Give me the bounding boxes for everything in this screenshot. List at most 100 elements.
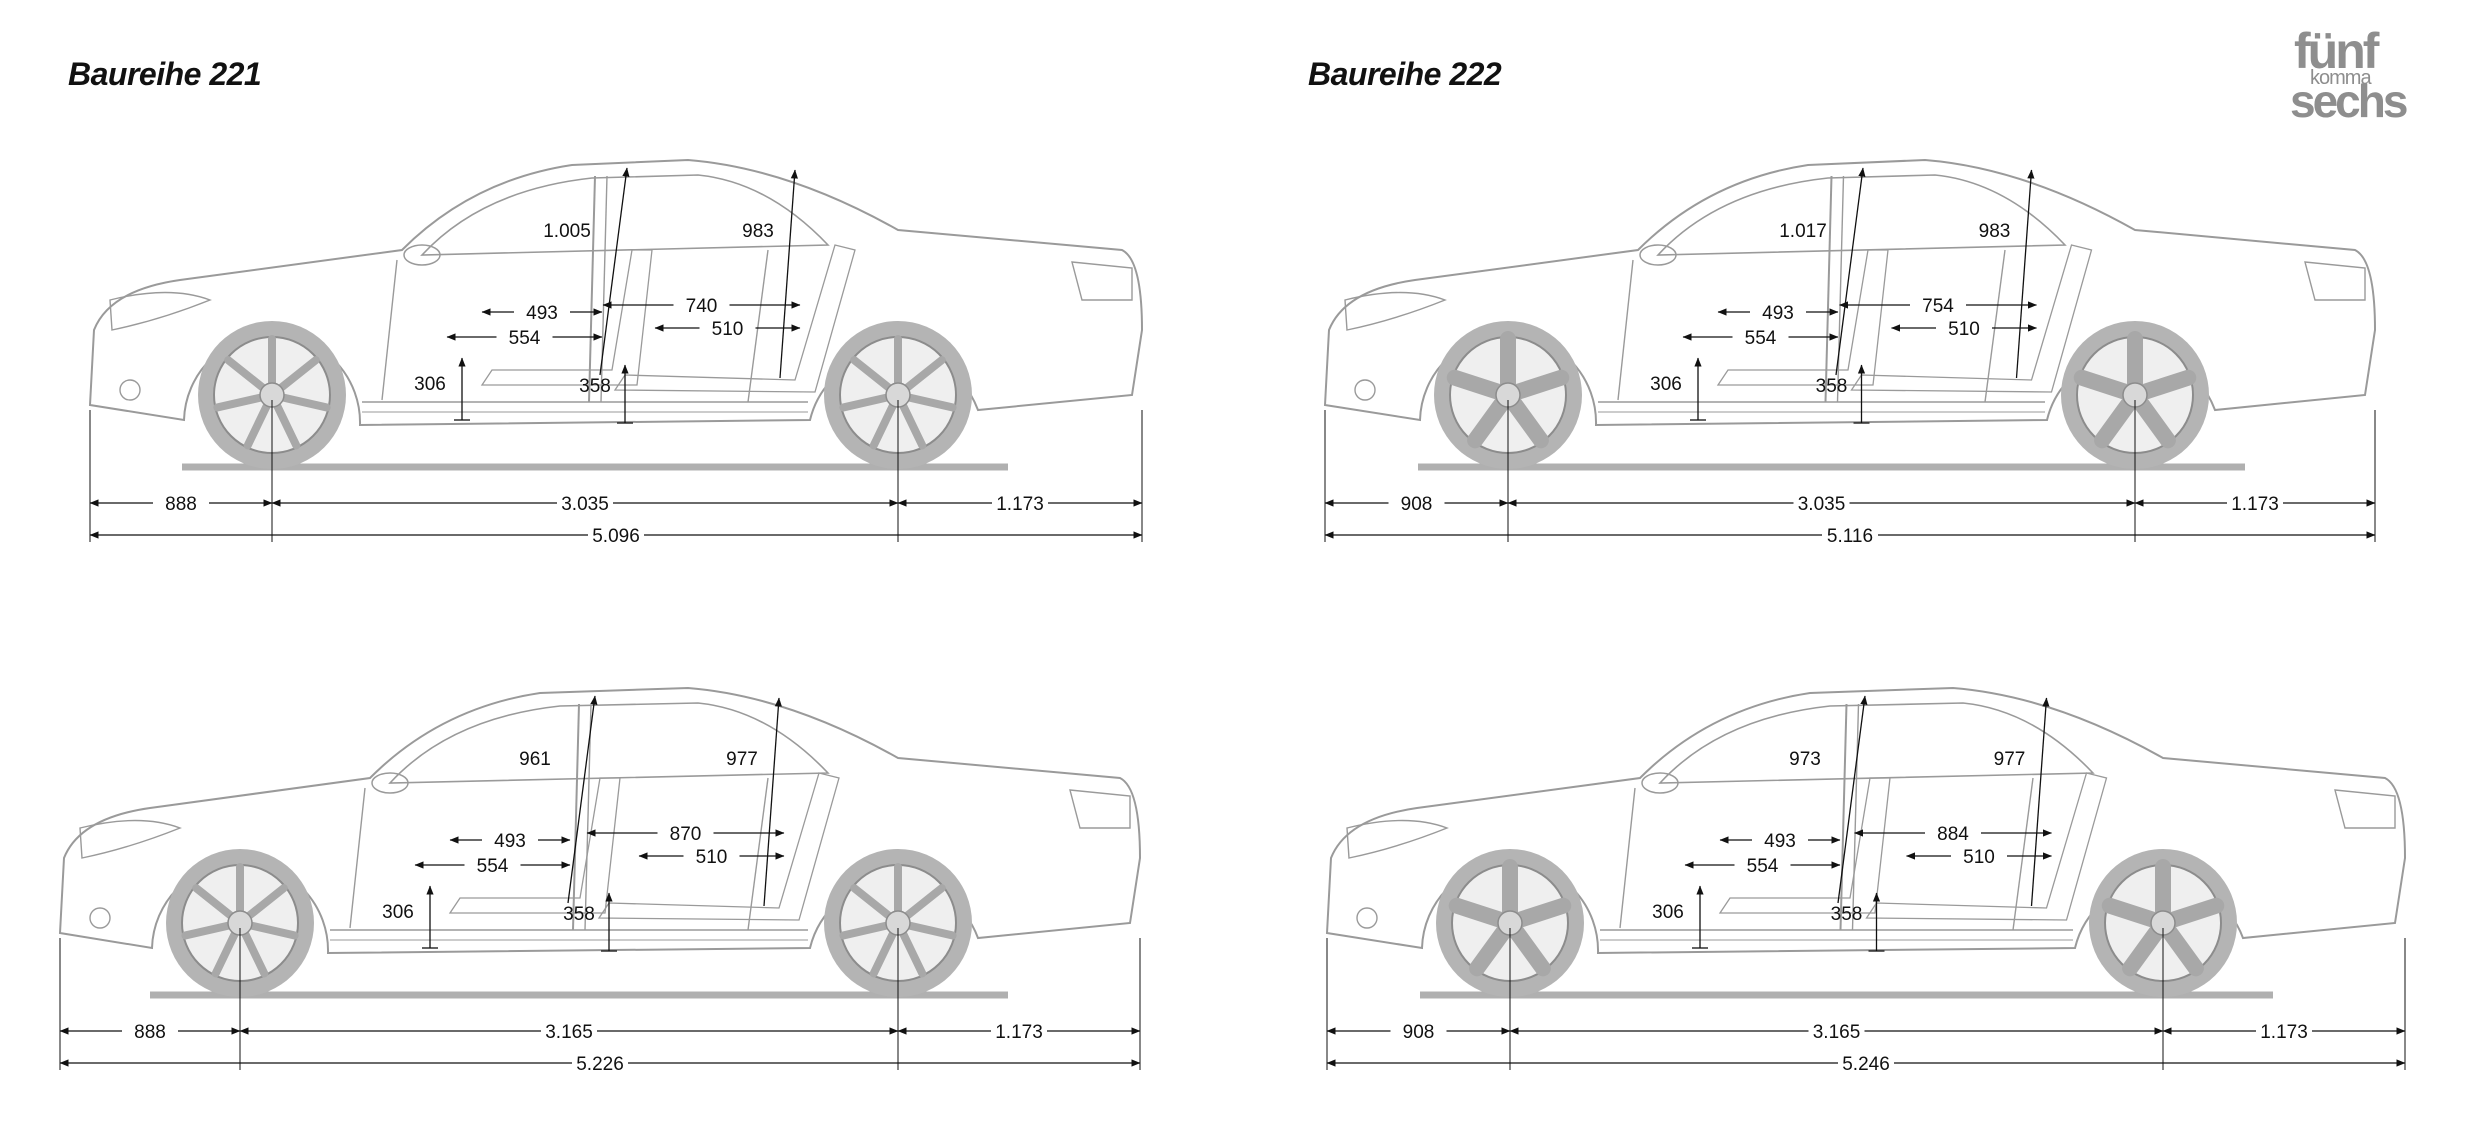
- series-title-222: Baureihe 222: [1308, 56, 1502, 92]
- dim-seat-depth-front-b-label-bg: [464, 853, 521, 875]
- dim-seat-depth-front-a-label: 493: [1764, 831, 1796, 852]
- dim-seat-height-rear-label: 358: [563, 904, 595, 925]
- dim-legroom-rear-label-bg: [657, 821, 714, 843]
- dim-seat-depth-front-b-label: 554: [1745, 328, 1777, 349]
- rear-seat: [597, 772, 840, 921]
- dim-overhang-front-label-bg: [1390, 1019, 1447, 1041]
- b-pillar-inner: [600, 175, 608, 403]
- b-pillar: [572, 703, 580, 931]
- dim-overhang-rear-label-bg: [991, 1019, 1047, 1041]
- side-mirror: [371, 772, 409, 794]
- dim-overall-length-label-bg: [588, 523, 644, 545]
- dim-legroom-rear-label-bg: [1910, 293, 1966, 315]
- side-mirror: [1641, 772, 1679, 794]
- dim-overall-length-label: 5.226: [576, 1054, 624, 1075]
- front-seat: [480, 249, 653, 386]
- dim-overall-length-label-bg: [1838, 1051, 1894, 1073]
- window-outline: [388, 702, 830, 784]
- dim-wheelbase-label: 3.165: [1813, 1022, 1861, 1043]
- side-mirror: [1639, 244, 1677, 266]
- series-title-221: Baureihe 221: [68, 56, 262, 92]
- dim-overhang-rear-label-bg: [2256, 1019, 2312, 1041]
- dim-legroom-rear-label: 884: [1937, 824, 1969, 845]
- dim-seat-depth-front-a-label: 493: [526, 303, 558, 324]
- dim-overall-length-label: 5.246: [1842, 1054, 1890, 1075]
- front-door-edge: [1619, 787, 1636, 929]
- logo-line-1: fünf: [2294, 23, 2379, 79]
- fog-light: [119, 379, 141, 401]
- dim-seat-depth-front-b-label: 554: [477, 856, 509, 877]
- dim-overhang-front-label: 908: [1401, 494, 1433, 515]
- dim-overhang-rear-label-bg: [992, 491, 1048, 513]
- dim-seat-depth-front-b-label-bg: [1732, 325, 1789, 347]
- dim-headroom-rear-label: 983: [742, 221, 774, 242]
- taillight: [1069, 789, 1131, 829]
- dim-overall-length-label: 5.096: [592, 526, 640, 547]
- dim-headroom-front-label: 961: [519, 749, 551, 770]
- dim-seat-depth-front-b-label: 554: [509, 328, 541, 349]
- dim-overhang-front-label: 908: [1403, 1022, 1435, 1043]
- dim-seat-depth-front-b-label-bg: [1734, 853, 1791, 875]
- dim-seat-depth-rear-label-bg: [683, 844, 740, 866]
- dim-seat-depth-front-a-label-bg: [1750, 300, 1806, 322]
- dim-overhang-front-label-bg: [153, 491, 209, 513]
- side-mirror: [403, 244, 441, 266]
- dim-legroom-rear-label: 754: [1922, 296, 1954, 317]
- dim-headroom-rear-label: 977: [1994, 749, 2026, 770]
- dim-seat-depth-front-a-label-bg: [482, 828, 538, 850]
- dim-seat-height-rear-label: 358: [1816, 376, 1848, 397]
- rear-seat: [1850, 244, 2093, 393]
- dim-overall-length-label: 5.116: [1827, 526, 1873, 547]
- b-pillar: [1824, 175, 1833, 403]
- dim-seat-depth-front-b-label-bg: [496, 325, 553, 347]
- dim-seat-depth-front-a-label: 493: [1762, 303, 1794, 324]
- front-door-edge: [1617, 259, 1634, 401]
- dim-overhang-front-label-bg: [1388, 491, 1445, 513]
- logo-line-2: komma: [2310, 67, 2372, 89]
- dim-headroom-front-label: 973: [1789, 749, 1821, 770]
- b-pillar: [1839, 703, 1848, 931]
- fuenfkommasechs-logo: fünf komma sechs: [2290, 23, 2450, 124]
- rear-seat: [613, 244, 856, 393]
- headlight: [1346, 819, 1449, 859]
- dim-headroom-front-label: 1.017: [1779, 221, 1827, 242]
- fog-light: [1354, 379, 1376, 401]
- dim-seat-height-front-label: 306: [382, 902, 414, 923]
- dim-headroom-rear-line: [763, 697, 782, 907]
- dim-legroom-rear-label-bg: [673, 293, 730, 315]
- taillight: [2334, 789, 2396, 829]
- dim-overall-length-label-bg: [1822, 523, 1878, 545]
- b-pillar: [588, 175, 596, 403]
- dim-overhang-rear-label: 1.173: [2260, 1022, 2308, 1043]
- dim-overhang-front-label-bg: [122, 1019, 178, 1041]
- dim-headroom-front-line: [1837, 695, 1868, 904]
- headlight: [79, 819, 182, 859]
- rear-seat: [1865, 772, 2108, 921]
- front-door-edge: [349, 787, 366, 929]
- dim-seat-depth-rear-label-bg: [1936, 316, 1992, 338]
- dim-seat-depth-front-a-label-bg: [1752, 828, 1808, 850]
- dim-headroom-rear-line: [2015, 169, 2035, 379]
- dim-wheelbase-label-bg: [1808, 1019, 1865, 1041]
- logo-line-3: sechs: [2290, 75, 2408, 127]
- window-outline: [1656, 174, 2067, 256]
- dim-seat-depth-rear-label: 510: [712, 319, 744, 340]
- dim-seat-depth-rear-label: 510: [1948, 319, 1980, 340]
- dim-legroom-rear-label: 870: [670, 824, 702, 845]
- dim-seat-depth-front-a-label-bg: [514, 300, 570, 322]
- headlight: [1344, 291, 1447, 331]
- headlight: [109, 291, 212, 331]
- dim-overhang-rear-label-bg: [2227, 491, 2283, 513]
- dim-seat-height-front-label: 306: [1652, 902, 1684, 923]
- window-outline: [420, 174, 830, 256]
- dim-seat-height-rear-label: 358: [579, 376, 611, 397]
- dim-seat-height-front-label: 306: [414, 374, 446, 395]
- dim-wheelbase-label-bg: [541, 1019, 597, 1041]
- dim-seat-depth-front-b-label: 554: [1747, 856, 1779, 877]
- dim-legroom-rear-label-bg: [1925, 821, 1981, 843]
- fog-light: [89, 907, 111, 929]
